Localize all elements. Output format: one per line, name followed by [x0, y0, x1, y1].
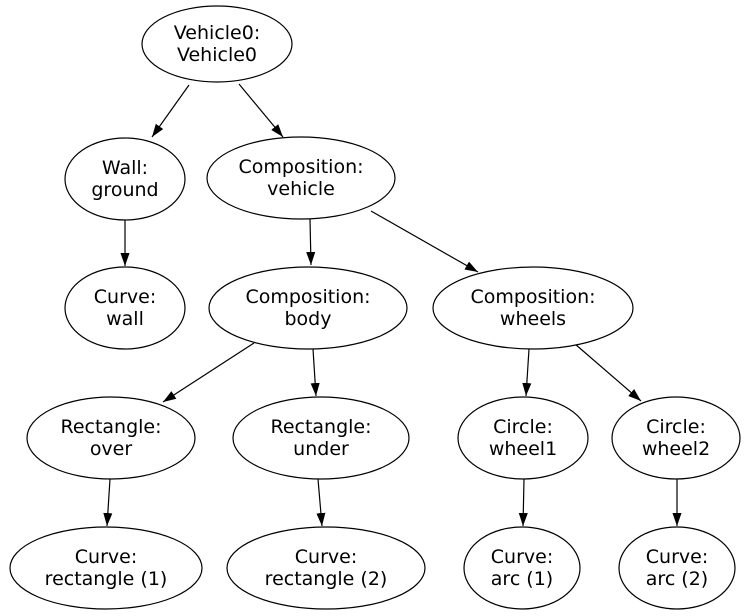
node-circle-wheel1-label-line1: Circle:: [493, 416, 553, 438]
node-wall-ground-shape: [64, 137, 186, 221]
node-curve-arc-1: Curve: arc (1): [463, 526, 581, 610]
node-vehicle0: Vehicle0: Vehicle0: [141, 5, 293, 83]
node-curve-rectangle-1-label-line2: rectangle (1): [45, 568, 168, 590]
node-rectangle-under-label-line1: Rectangle:: [270, 416, 371, 438]
node-composition-body-label-line2: body: [285, 308, 332, 330]
node-circle-wheel1-shape: [457, 396, 589, 480]
edge-circle-wheel1-to-curve-arc-1: [518, 478, 528, 527]
node-curve-rectangle-2-label-line1: Curve:: [295, 546, 357, 568]
node-rectangle-over-shape: [26, 396, 196, 480]
node-curve-rectangle-2-shape: [226, 526, 426, 610]
node-composition-vehicle-shape: [206, 136, 396, 220]
node-curve-arc-1-label-line2: arc (1): [491, 568, 553, 590]
node-circle-wheel1: Circle: wheel1: [457, 396, 589, 480]
node-curve-rectangle-1-shape: [9, 526, 203, 610]
node-rectangle-under: Rectangle: under: [232, 396, 410, 480]
edge-composition-body-to-rectangle-under: [310, 348, 320, 397]
node-composition-wheels-label-line2: wheels: [500, 308, 566, 330]
node-rectangle-over-label-line1: Rectangle:: [60, 416, 161, 438]
node-curve-wall-label-line2: wall: [106, 308, 144, 330]
node-curve-arc-2-label-line2: arc (2): [646, 568, 708, 590]
node-composition-wheels: Composition: wheels: [432, 266, 634, 350]
node-curve-wall-label-line1: Curve:: [94, 286, 156, 308]
edge-rectangle-over-to-curve-rectangle-1: [103, 478, 113, 527]
node-circle-wheel2-shape: [611, 396, 741, 480]
node-wall-ground: Wall: ground: [64, 137, 186, 221]
node-composition-wheels-shape: [432, 266, 634, 350]
edge-composition-wheels-to-circle-wheel2: [574, 343, 642, 402]
node-composition-wheels-label-line1: Composition:: [470, 286, 595, 308]
edge-composition-wheels-to-circle-wheel1: [522, 348, 532, 397]
edge-rectangle-under-to-curve-rectangle-2: [316, 478, 326, 527]
node-curve-wall: Curve: wall: [64, 266, 186, 350]
node-composition-vehicle-label-line2: vehicle: [267, 178, 335, 200]
node-curve-rectangle-2: Curve: rectangle (2): [226, 526, 426, 610]
edge-composition-body-to-rectangle-over: [162, 342, 255, 403]
node-curve-rectangle-1: Curve: rectangle (1): [9, 526, 203, 610]
node-curve-arc-1-shape: [463, 526, 581, 610]
edge-composition-vehicle-to-composition-body: [306, 218, 316, 266]
node-rectangle-under-shape: [232, 396, 410, 480]
node-rectangle-over-label-line2: over: [90, 438, 133, 460]
node-circle-wheel2-label-line1: Circle:: [646, 416, 706, 438]
node-rectangle-under-label-line2: under: [293, 438, 349, 460]
node-composition-vehicle: Composition: vehicle: [206, 136, 396, 220]
node-composition-body-shape: [208, 266, 408, 350]
node-curve-wall-shape: [64, 266, 186, 350]
node-circle-wheel2: Circle: wheel2: [611, 396, 741, 480]
node-circle-wheel1-label-line2: wheel1: [489, 438, 557, 460]
node-vehicle0-label-line2: Vehicle0: [177, 44, 257, 66]
node-circle-wheel2-label-line2: wheel2: [642, 438, 710, 460]
node-wall-ground-label-line1: Wall:: [102, 157, 148, 179]
node-composition-body: Composition: body: [208, 266, 408, 350]
node-vehicle0-label-line1: Vehicle0:: [174, 22, 260, 44]
edge-composition-vehicle-to-composition-wheels: [370, 210, 479, 273]
node-vehicle0-shape: [141, 5, 293, 83]
edge-vehicle0-to-wall-ground: [151, 84, 190, 138]
node-composition-body-label-line1: Composition:: [245, 286, 370, 308]
node-curve-arc-2-label-line1: Curve:: [646, 546, 708, 568]
node-composition-vehicle-label-line1: Composition:: [238, 156, 363, 178]
node-wall-ground-label-line2: ground: [91, 179, 158, 201]
node-curve-rectangle-1-label-line1: Curve:: [75, 546, 137, 568]
edge-vehicle0-to-composition-vehicle: [238, 83, 284, 138]
node-rectangle-over: Rectangle: over: [26, 396, 196, 480]
node-curve-arc-2: Curve: arc (2): [618, 526, 736, 610]
node-curve-arc-2-shape: [618, 526, 736, 610]
node-curve-rectangle-2-label-line2: rectangle (2): [265, 568, 388, 590]
node-curve-arc-1-label-line1: Curve:: [491, 546, 553, 568]
